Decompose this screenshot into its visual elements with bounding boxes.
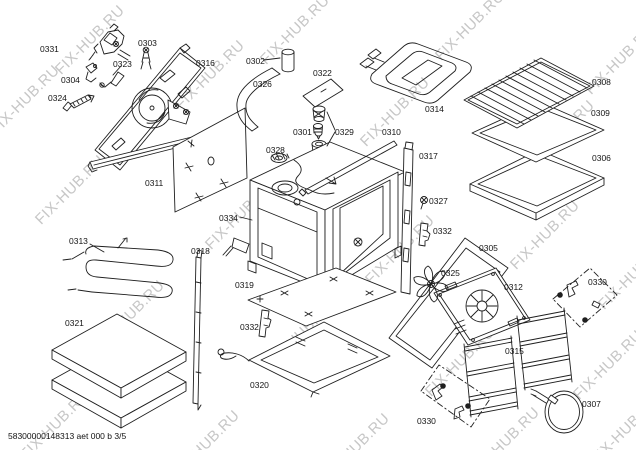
part-0320-frame-drawing [217, 321, 391, 398]
part-0306-tray-drawing [469, 149, 605, 221]
part-0314-grill-element-drawing [359, 42, 472, 104]
part-label-0309: 0309 [591, 108, 610, 118]
part-label-0319: 0319 [235, 280, 254, 290]
part-0331-hinge-drawing [88, 23, 131, 61]
part-label-0310: 0310 [382, 127, 401, 137]
part-label-0321: 0321 [65, 318, 84, 328]
part-0330-fastener-kit-bottom-drawing [420, 364, 491, 428]
part-label-0314: 0314 [425, 104, 444, 114]
part-label-0325: 0325 [441, 268, 460, 278]
part-label-0302: 0302 [246, 56, 265, 66]
part-label-0327: 0327 [429, 196, 448, 206]
part-label-0312: 0312 [504, 282, 523, 292]
part-0316-control-panel-drawing [87, 43, 206, 173]
part-0304-clip-drawing [85, 62, 98, 83]
part-label-0323: 0323 [113, 59, 132, 69]
part-0315-side-racks-drawing [463, 307, 573, 418]
part-label-0334: 0334 [219, 213, 238, 223]
part-0318-rod-drawing [192, 249, 203, 411]
part-0310-rod-drawing [298, 140, 398, 197]
part-label-0332: 0332 [240, 322, 259, 332]
part-label-0304: 0304 [61, 75, 80, 85]
part-label-0311: 0311 [145, 178, 164, 188]
part-0324-screw-drawing [62, 94, 95, 112]
part-label-0332: 0332 [433, 226, 452, 236]
part-label-0306: 0306 [592, 153, 611, 163]
part-0325-fan-blade-drawing [413, 265, 449, 303]
part-label-0305: 0305 [479, 243, 498, 253]
part-0303-pin-drawing [140, 46, 152, 70]
part-0302-sleeve-drawing [281, 48, 295, 73]
part-0326-hose-drawing [236, 67, 281, 132]
part-0327-screw-drawing [420, 196, 428, 210]
part-0319-base-panel-drawing [247, 267, 397, 327]
part-label-0328: 0328 [266, 145, 285, 155]
part-0334-oven-cavity-drawing [222, 141, 406, 303]
part-label-0331: 0331 [40, 44, 59, 54]
part-label-0317: 0317 [419, 151, 438, 161]
part-0311-panel-drawing [172, 107, 248, 213]
part-label-0326: 0326 [253, 79, 272, 89]
part-label-0316: 0316 [196, 58, 215, 68]
part-label-0320: 0320 [250, 380, 269, 390]
part-0332-bracket-lower-drawing [258, 309, 272, 338]
part-0312-fan-panel-drawing [433, 267, 531, 346]
leader-lines [89, 57, 336, 253]
part-label-0318: 0318 [191, 246, 210, 256]
part-label-0301: 0301 [293, 127, 312, 137]
part-label-0315: 0315 [505, 346, 524, 356]
part-label-0313: 0313 [69, 236, 88, 246]
part-0313-heating-element-drawing [62, 237, 174, 298]
part-0321-insulation-drawing [51, 313, 187, 429]
part-0332-bracket-drawing [418, 222, 431, 247]
part-0323-lever-drawing [99, 71, 125, 88]
part-label-0322: 0322 [313, 68, 332, 78]
part-0322-plate-drawing [302, 78, 344, 108]
part-0307-ring-element-drawing [530, 388, 584, 434]
part-label-0308: 0308 [592, 77, 611, 87]
part-0317-rail-drawing [400, 141, 414, 295]
part-label-0330: 0330 [588, 277, 607, 287]
part-0330-fastener-kit-right-drawing [552, 267, 618, 328]
part-0328-grommet-drawing [270, 152, 290, 163]
part-label-0329: 0329 [335, 127, 354, 137]
document-number: 58300000148313 aet 000 b 3/5 [8, 431, 127, 441]
part-0308-wire-rack-drawing [463, 57, 595, 129]
part-label-0307: 0307 [582, 399, 601, 409]
part-label-0324: 0324 [48, 93, 67, 103]
part-label-0330: 0330 [417, 416, 436, 426]
part-label-0303: 0303 [138, 38, 157, 48]
